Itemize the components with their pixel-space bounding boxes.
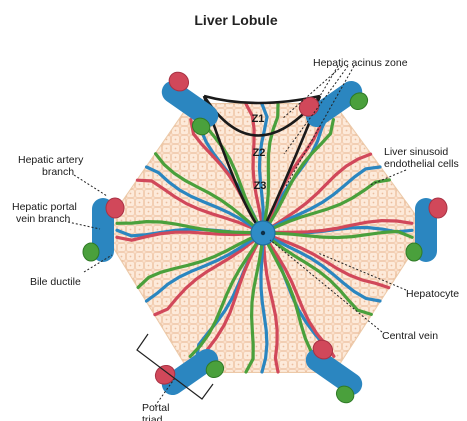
portal-triad-label-line-1: Portal: [142, 402, 169, 414]
bile-ductile-label: Bile ductile: [30, 276, 81, 288]
hepatic-artery-branch: [106, 198, 124, 218]
bile-ductile: [406, 243, 422, 261]
liver-sinusoid-label-line-1: Liver sinusoid: [384, 146, 448, 158]
portal-vein-label-line-2: vein branch: [16, 213, 70, 225]
portal-triad-label-line-2: triad: [142, 414, 163, 421]
portal-triad-label: Portal triad: [142, 402, 172, 421]
zone-3-label: Z3: [254, 180, 267, 192]
zone-2-label: Z2: [253, 147, 266, 159]
diagram-title: Liver Lobule: [194, 12, 277, 28]
liver-sinusoid-label-line-2: endothelial cells: [384, 158, 459, 170]
leader-hepatic-artery: [74, 175, 107, 196]
hepatocyte-label: Hepatocyte: [406, 288, 459, 300]
central-vein-lumen: [261, 231, 265, 235]
portal-vein-label: Hepatic portal vein branch: [12, 201, 80, 225]
liver-sinusoid-label: Liver sinusoid endothelial cells: [384, 146, 459, 170]
hepatic-acinus-zone-label: Hepatic acinus zone: [313, 57, 408, 69]
zone-1-label: Z1: [252, 113, 265, 125]
central-vein-label: Central vein: [382, 330, 438, 342]
bile-ductile: [83, 243, 99, 261]
hepatic-artery-label: Hepatic artery branch: [18, 154, 86, 178]
portal-vein-label-line-1: Hepatic portal: [12, 201, 77, 213]
hepatic-artery-branch: [429, 198, 447, 218]
hepatic-artery-label-line-1: Hepatic artery: [18, 154, 84, 166]
hepatic-artery-label-line-2: branch: [42, 166, 74, 178]
